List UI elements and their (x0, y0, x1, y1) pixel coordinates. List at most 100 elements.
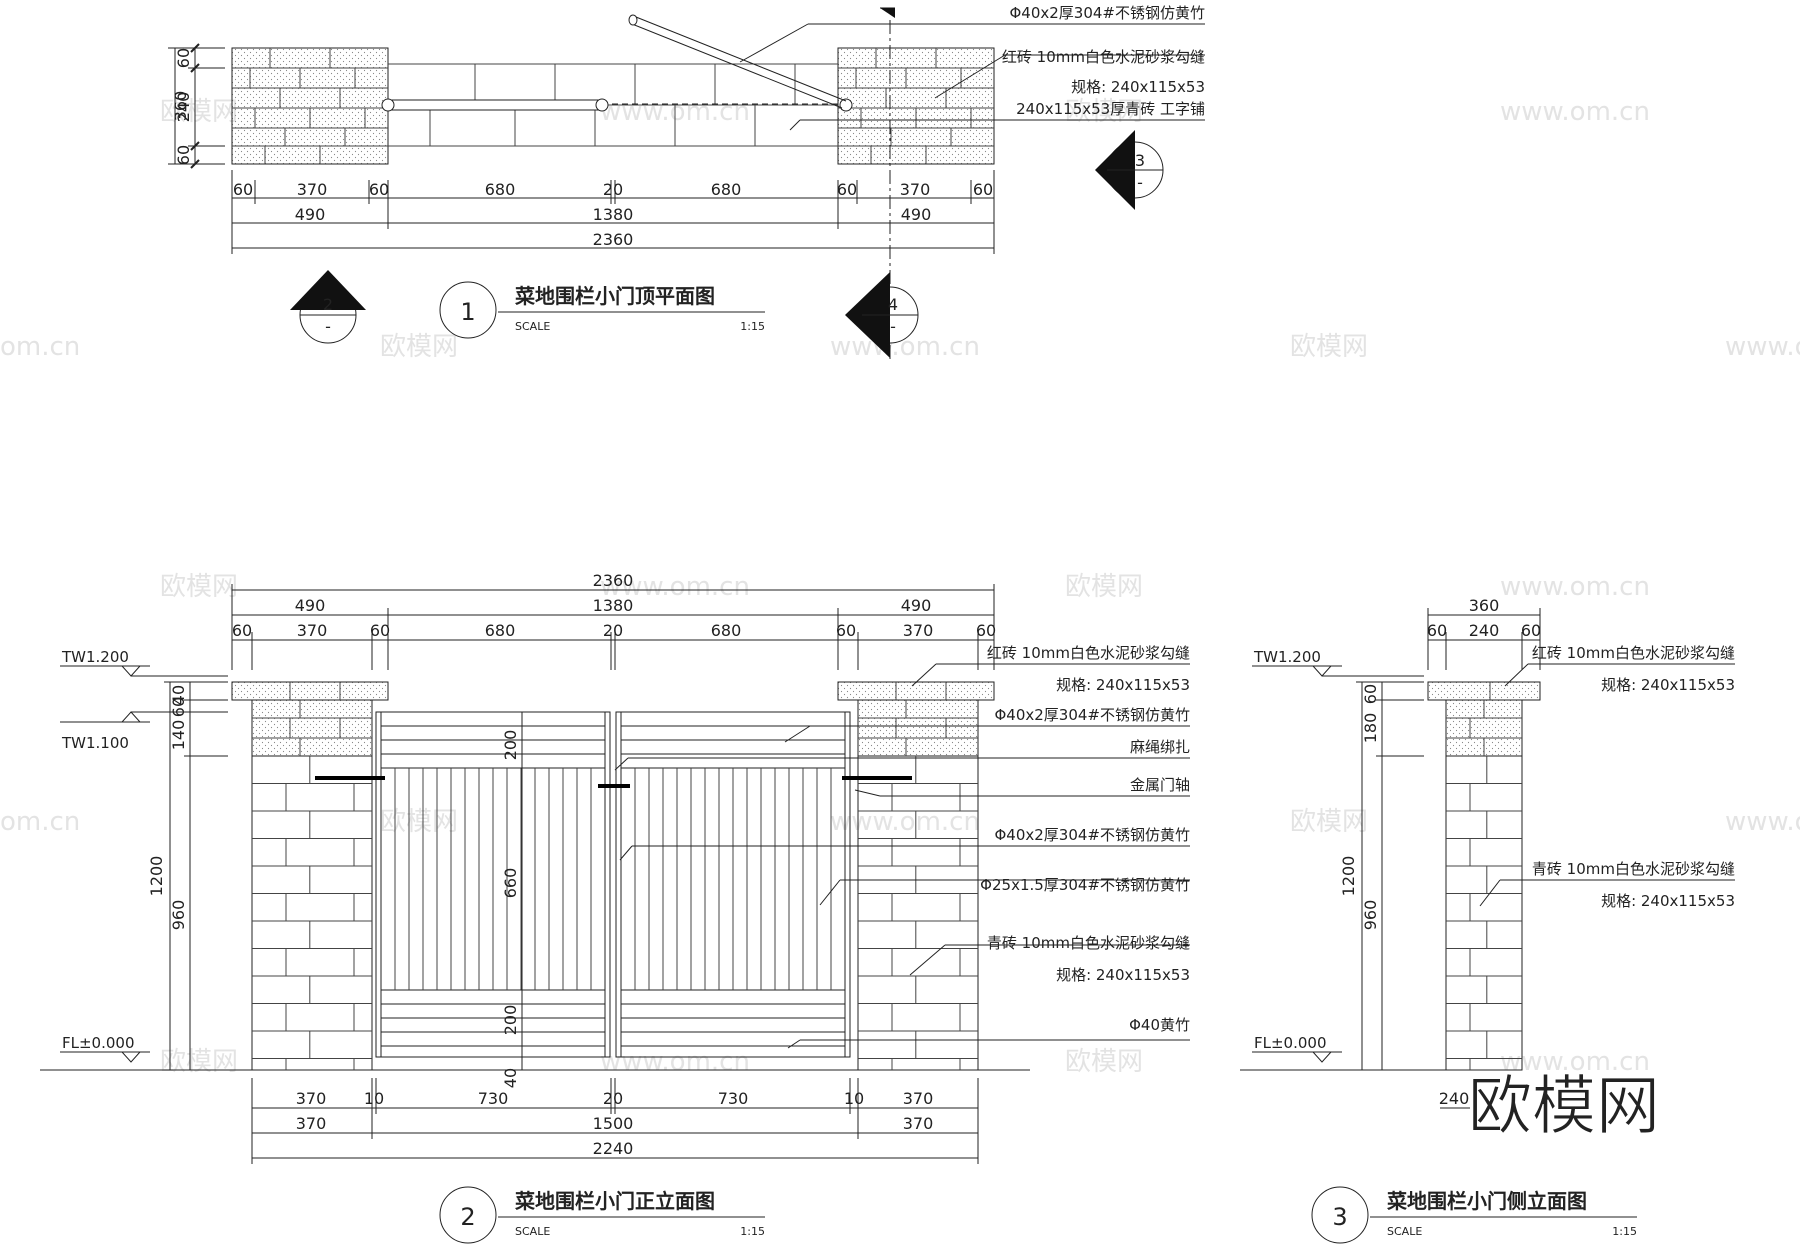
plan-dim-top-4: 680 (485, 180, 516, 199)
plan-dim-top-2: 370 (297, 180, 328, 199)
plan-view-number: 1 (460, 298, 475, 326)
side-dim-top-3: 60 (1521, 621, 1541, 640)
plan-dim-lines (231, 170, 995, 254)
plan-scale-label: SCALE (515, 320, 550, 333)
side-scale-value: 1:15 (1612, 1225, 1637, 1238)
side-pillar-cap (1427, 681, 1541, 701)
section-marker-2-number: 2 (323, 295, 333, 314)
front-note-3: Φ40x2厚304#不锈钢仿黄竹 (994, 706, 1190, 724)
front-dim-left-4: 960 (169, 900, 188, 931)
right-pillar-body (857, 755, 979, 1071)
section-marker-4-number: 4 (888, 295, 898, 314)
side-pillar-body (1445, 755, 1523, 1071)
side-dim-top-2: 240 (1469, 621, 1500, 640)
front-leader-lines (614, 663, 1190, 1049)
front-dim-top-3: 60 (370, 621, 390, 640)
watermark-text: 欧模网 (1065, 1047, 1143, 1077)
watermark-text: 欧模网 (1065, 97, 1143, 127)
side-note-1: 红砖 10mm白色水泥砂浆勾缝 (1532, 644, 1735, 662)
plan-text: 360 60 240 60 60 370 60 680 20 680 60 37… (171, 4, 1205, 336)
left-pillar-body (251, 755, 373, 1071)
front-note-4: 麻绳绑扎 (1130, 738, 1190, 756)
front-title-circle (439, 1186, 497, 1244)
front-view-number: 2 (460, 1203, 475, 1231)
front-dim-bottom-7: 370 (903, 1089, 934, 1108)
side-dim-left-1: 60 (1361, 684, 1380, 704)
side-level-tw1200: TW1.200 (1253, 648, 1321, 666)
side-dim-left-3: 960 (1361, 900, 1380, 931)
front-note-5: 金属门轴 (1130, 776, 1190, 794)
side-dim-top-total: 360 (1469, 596, 1500, 615)
front-dim-top-2: 370 (297, 621, 328, 640)
side-note-3: 青砖 10mm白色水泥砂浆勾缝 (1532, 860, 1735, 878)
watermark-text: 欧模网 (160, 1047, 238, 1077)
side-note-4: 规格: 240x115x53 (1601, 892, 1735, 910)
front-note-10: Φ40黄竹 (1129, 1016, 1190, 1034)
plan-dim-top-3: 60 (369, 180, 389, 199)
side-leader-lines (1479, 663, 1735, 907)
front-dim-left-total: 1200 (147, 856, 166, 897)
side-view-number: 3 (1332, 1203, 1347, 1231)
watermark-url: om.cn (0, 807, 80, 837)
section-marker-3-number: 3 (1135, 151, 1145, 170)
front-text: 2360 490 1380 490 60 370 60 680 20 680 6… (61, 571, 1190, 1238)
front-dim-inner-2: 660 (501, 868, 520, 899)
plan-dim-top-9: 60 (973, 180, 993, 199)
front-elevation (40, 584, 1190, 1244)
front-dim-top-6: 680 (711, 621, 742, 640)
section-marker-3-sub: - (1137, 173, 1143, 192)
front-note-8: 青砖 10mm白色水泥砂浆勾缝 (987, 934, 1190, 952)
front-dim-inner-3: 200 (501, 1005, 520, 1036)
plan-brick-lines-right (838, 48, 994, 164)
watermark-text: 欧模网 (1290, 807, 1368, 837)
front-view-title: 菜地围栏小门正立面图 (514, 1189, 715, 1213)
front-note-2: 规格: 240x115x53 (1056, 676, 1190, 694)
section-marker-3 (1095, 130, 1164, 210)
watermark-text: 欧模网 (380, 332, 458, 362)
plan-view-title: 菜地围栏小门顶平面图 (514, 284, 715, 308)
front-dim-bottom-4: 20 (603, 1089, 623, 1108)
front-dim-top-7: 60 (836, 621, 856, 640)
gate-vertical-slats (394, 768, 832, 990)
front-dim-mid-1: 490 (295, 596, 326, 615)
watermark-text: 欧模网 (160, 97, 238, 127)
plan-dim-mid-1: 490 (295, 205, 326, 224)
watermark-url: om.cn (0, 332, 80, 362)
front-dim-total-top: 2360 (593, 571, 634, 590)
front-level-tw1100: TW1.100 (61, 734, 129, 752)
right-pillar-cap (837, 681, 995, 701)
front-dim-top-9: 60 (976, 621, 996, 640)
front-dim-top-1: 60 (232, 621, 252, 640)
watermark-url: www.om. (1725, 332, 1800, 362)
front-dim-bottom-6: 10 (844, 1089, 864, 1108)
side-elevation (1240, 608, 1735, 1244)
right-pillar-plan (837, 47, 995, 165)
plan-dim-left-1: 60 (174, 48, 193, 68)
plan-dim-top-1: 60 (233, 180, 253, 199)
watermark-url: www.om.cn (1500, 97, 1650, 127)
front-scale-label: SCALE (515, 1225, 550, 1238)
watermark-url: www.om.cn (600, 572, 750, 602)
front-bottom-dim-lines (251, 1078, 979, 1164)
front-level-markers (60, 665, 228, 1063)
side-view-title: 菜地围栏小门侧立面图 (1386, 1189, 1587, 1213)
front-scale-value: 1:15 (740, 1225, 765, 1238)
plan-dim-left-3: 60 (174, 145, 193, 165)
watermark-text: 欧模网 (1065, 572, 1143, 602)
section-marker-4 (845, 272, 919, 358)
plan-dim-left-total: 360 (171, 91, 190, 122)
front-dim-bottom-2: 10 (364, 1089, 384, 1108)
plan-view (168, 7, 1205, 360)
watermark-url: www.om.cn (830, 807, 980, 837)
plan-gate-leaves (381, 14, 853, 112)
front-dim-bottom2-1: 370 (296, 1114, 327, 1133)
side-body-brick-lines (1446, 756, 1522, 1070)
front-dim-top-4: 680 (485, 621, 516, 640)
front-level-fl: FL±0.000 (62, 1034, 135, 1052)
side-dim-left-2: 180 (1361, 713, 1380, 744)
front-level-tw1200: TW1.200 (61, 648, 129, 666)
front-dim-inner-4: 40 (501, 1068, 520, 1088)
front-dim-left-3: 140 (169, 720, 188, 751)
side-text: 360 60 240 60 TW1.200 FL±0.000 60 180 96… (1253, 596, 1735, 1238)
front-dim-mid-2: 1380 (593, 596, 634, 615)
